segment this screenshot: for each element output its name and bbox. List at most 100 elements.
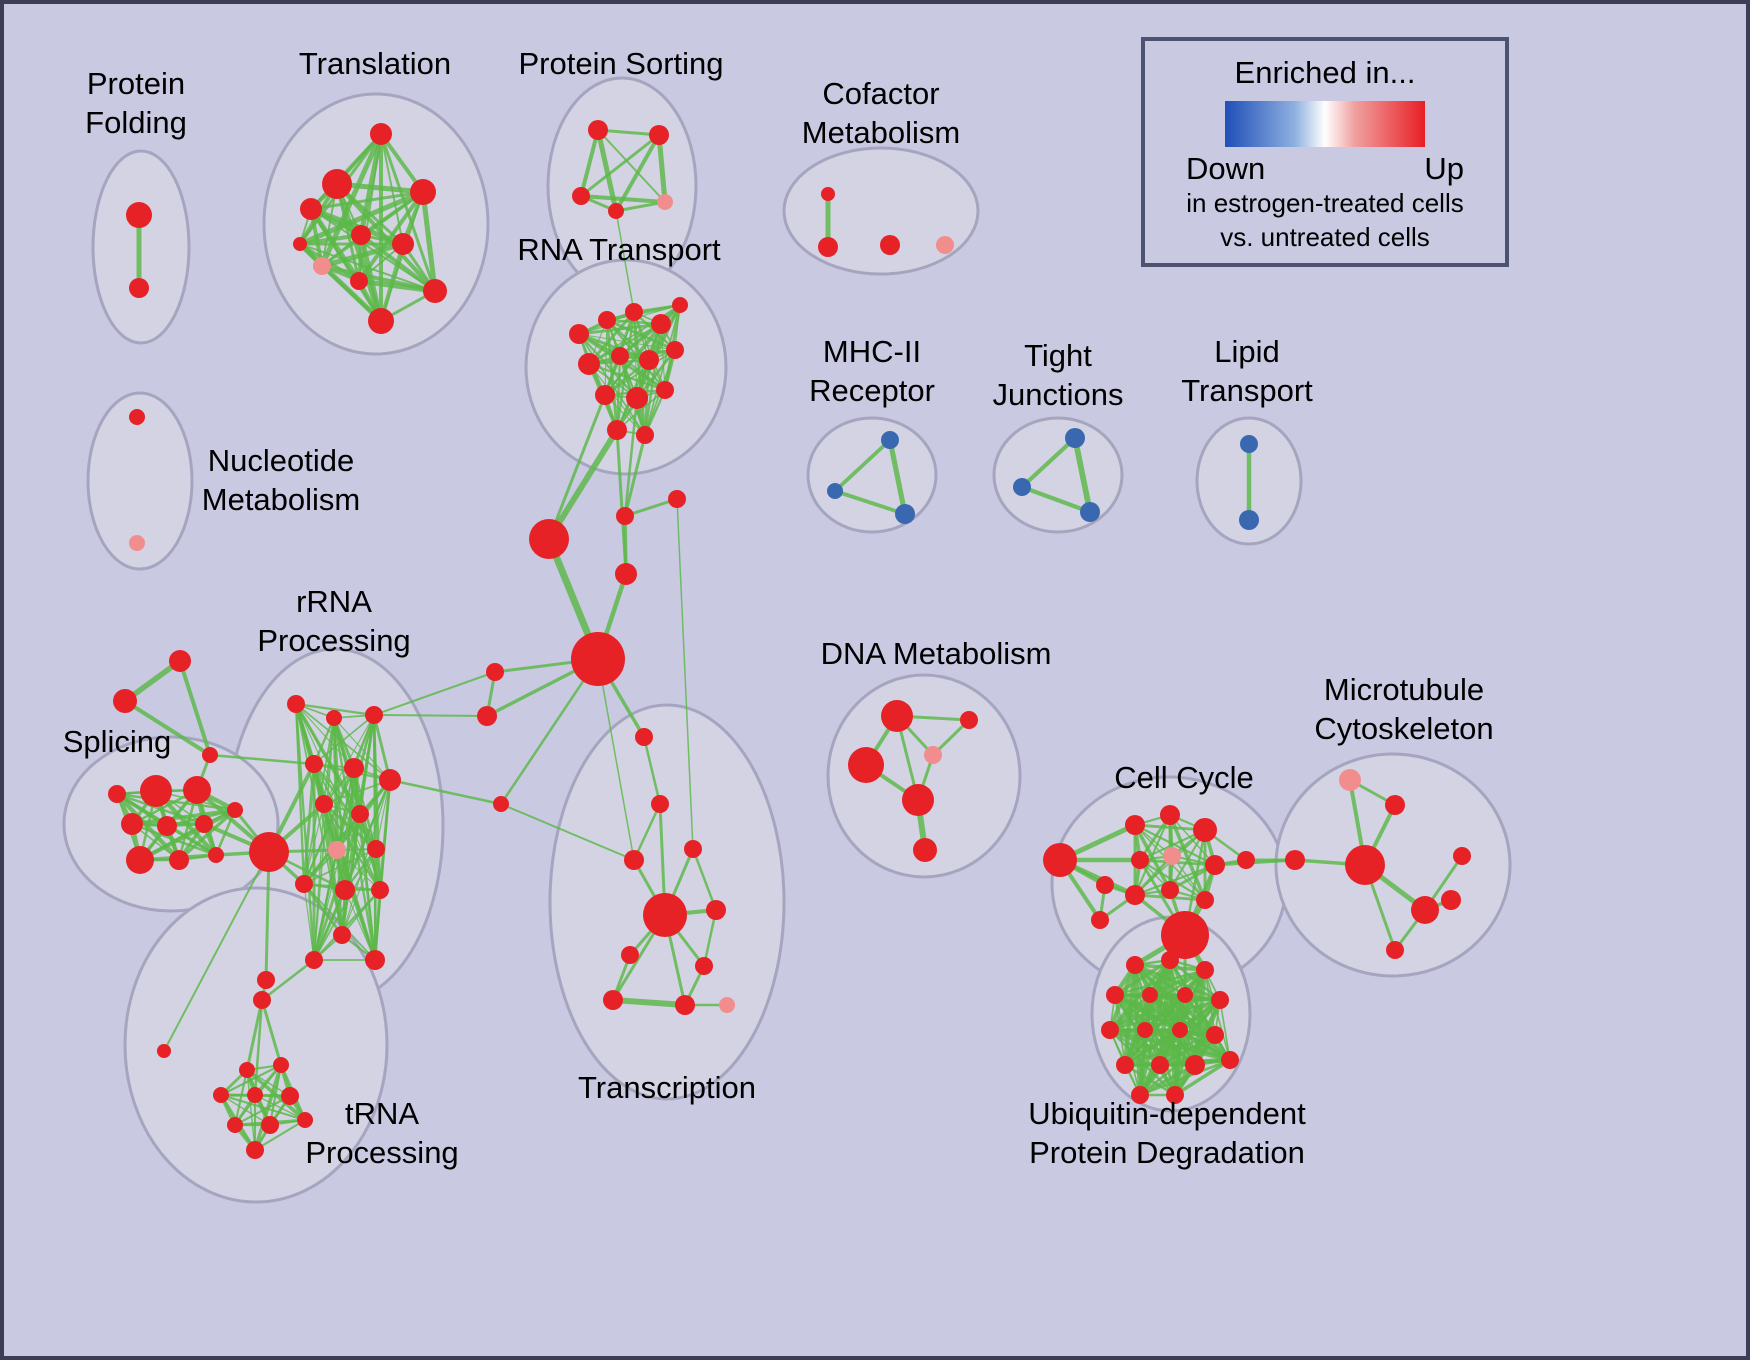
node-ub1	[1126, 956, 1144, 974]
node-sp3	[121, 813, 143, 835]
edge-ub15-ub17	[1173, 1058, 1232, 1097]
node-hb2	[249, 832, 289, 872]
node-tx10	[675, 995, 695, 1015]
node-ub15	[1221, 1051, 1239, 1069]
node-ps5	[657, 194, 673, 210]
edge-tl7-tl10	[356, 278, 438, 294]
node-mc3	[1285, 850, 1305, 870]
node-mc6	[1441, 890, 1461, 910]
edge-rr13-rr16	[373, 888, 382, 962]
node-tl10	[350, 272, 368, 290]
edge-rr11-rr14	[302, 882, 344, 937]
edge-mh1-mh2	[833, 438, 892, 493]
node-rr1	[287, 695, 305, 713]
node-ub13	[1151, 1056, 1169, 1074]
node-ub7	[1211, 991, 1229, 1009]
node-rt11	[626, 387, 648, 409]
node-ub3	[1196, 961, 1214, 979]
edge-ch7-tx4	[500, 803, 635, 861]
edge-sp7-sp10	[114, 791, 182, 863]
node-mh3	[895, 504, 915, 524]
edge-rr9-rr16	[335, 848, 377, 962]
legend-box: Enriched in... Down Up in estrogen-treat…	[1141, 37, 1509, 267]
edge-mh1-mh3	[887, 437, 908, 517]
edge-tj1-tj3	[1072, 435, 1093, 515]
node-rt8	[639, 350, 659, 370]
node-tj1	[1065, 428, 1085, 448]
edge-rt9-rt10	[604, 349, 676, 396]
edge-rt1-rt11	[577, 332, 639, 400]
edge-rr9-rr13	[336, 849, 381, 891]
node-sp7	[169, 850, 189, 870]
node-rr6	[379, 769, 401, 791]
node-ub8	[1101, 1021, 1119, 1039]
node-tn7	[261, 1116, 279, 1134]
node-rr10	[367, 840, 385, 858]
edge-rr7-rr15	[313, 803, 325, 961]
node-cc10	[1161, 881, 1179, 899]
edge-rr3-ch5	[373, 671, 496, 716]
node-ch4	[615, 563, 637, 585]
node-mc2	[1385, 795, 1405, 815]
edge-ub3-ub5	[1148, 968, 1207, 997]
edge-rr4-rr13	[313, 763, 381, 891]
node-sp9	[227, 802, 243, 818]
node-mc8	[1453, 847, 1471, 865]
node-ps2	[649, 125, 669, 145]
node-rt10	[595, 385, 615, 405]
edge-ub15-ub16	[1138, 1058, 1232, 1097]
edge-hb2-tn_l	[163, 851, 270, 1052]
node-sp6	[126, 846, 154, 874]
edge-ub14-ub16	[1138, 1063, 1197, 1097]
node-tn9	[246, 1141, 264, 1159]
node-lp2	[1239, 510, 1259, 530]
edge-hub-tx4	[597, 658, 635, 861]
edge-ub3-ub4	[1113, 968, 1207, 997]
edge-tl4-tl7	[420, 189, 438, 294]
node-ch7	[493, 796, 509, 812]
edge-hb2-rr17	[264, 850, 271, 982]
node-cc13	[1091, 911, 1109, 929]
edge-cc3-cc11	[1168, 813, 1207, 902]
cluster-ellipse-tight-junctions	[992, 416, 1124, 534]
edge-ps2-ps5	[656, 132, 668, 205]
node-pf1	[126, 202, 152, 228]
node-ub2	[1161, 951, 1179, 969]
node-rr17	[257, 971, 275, 989]
node-tn8	[297, 1112, 313, 1128]
edge-rt11-ch2	[623, 396, 639, 518]
node-tl6	[392, 233, 414, 255]
node-tl2	[370, 123, 392, 145]
edge-ub7-ub15	[1219, 999, 1231, 1061]
edge-ps2-ps3	[579, 133, 661, 198]
node-rr12	[335, 880, 355, 900]
legend-gradient-bar	[1225, 101, 1425, 147]
node-rr9	[328, 841, 346, 859]
node-rt5	[672, 297, 688, 313]
node-cc4	[1193, 818, 1217, 842]
node-tn1	[239, 1062, 255, 1078]
node-hub	[571, 632, 625, 686]
edge-rt14-ch2	[623, 433, 647, 518]
node-tn3	[213, 1087, 229, 1103]
legend-caption-line2: vs. untreated cells	[1220, 221, 1430, 252]
edge-tn2-tn3	[219, 1063, 283, 1097]
node-ub12	[1116, 1056, 1134, 1074]
node-tx6	[706, 900, 726, 920]
edge-rt2-rt10	[604, 319, 608, 396]
node-sp5	[195, 815, 213, 833]
edge-tn1-tn9	[246, 1069, 256, 1151]
edge-rr3-rr6	[372, 713, 392, 782]
node-cf4	[936, 236, 954, 254]
node-nm1	[129, 409, 145, 425]
legend-caption-line1: in estrogen-treated cells	[1186, 188, 1464, 218]
edge-ps4-ps5	[614, 200, 667, 213]
node-ub5	[1142, 987, 1158, 1003]
node-sp2	[183, 776, 211, 804]
edge-mh2-mh3	[833, 489, 907, 516]
edge-sp11-rr4	[208, 753, 316, 766]
node-tn_l	[157, 1044, 171, 1058]
edge-tn_top-tn4	[253, 998, 264, 1097]
edge-tn_top-tn1	[245, 998, 264, 1072]
node-rr15	[305, 951, 323, 969]
